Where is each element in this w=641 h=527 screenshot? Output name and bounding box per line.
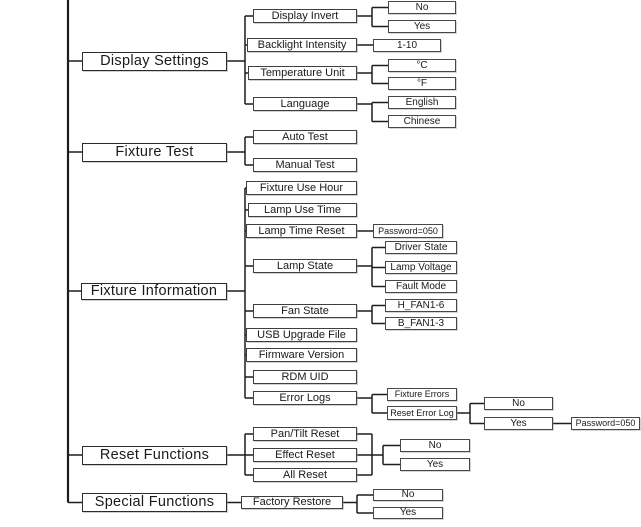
node-lamp-time-reset: Lamp Time Reset (246, 224, 357, 238)
node-display-invert: Display Invert (253, 9, 357, 23)
node-fixture-use-hour: Fixture Use Hour (246, 181, 357, 195)
node-firmware-version: Firmware Version (246, 348, 357, 362)
node-lamp-time-reset-password: Password=050 (373, 224, 443, 238)
node-special-functions: Special Functions (82, 493, 227, 512)
node-effect-reset: Effect Reset (253, 448, 357, 462)
node-lamp-use-time: Lamp Use Time (248, 203, 357, 217)
node-temp-fahrenheit: °F (388, 77, 456, 90)
node-pan-tilt-reset: Pan/Tilt Reset (253, 427, 357, 441)
node-language-english: English (388, 96, 456, 109)
node-lamp-state: Lamp State (253, 259, 357, 273)
node-backlight-intensity: Backlight Intensity (247, 38, 357, 52)
node-rdm-uid: RDM UID (253, 370, 357, 384)
node-reset-confirm-no: No (400, 439, 470, 452)
node-fixture-test: Fixture Test (82, 143, 227, 162)
node-display-settings: Display Settings (82, 52, 227, 71)
node-temp-celsius: °C (388, 59, 456, 72)
node-fan-state: Fan State (253, 304, 357, 318)
node-reset-error-log-no: No (484, 397, 553, 410)
node-temperature-unit: Temperature Unit (248, 66, 357, 80)
node-error-logs: Error Logs (253, 391, 357, 405)
node-language-chinese: Chinese (388, 115, 456, 128)
node-driver-state: Driver State (385, 241, 457, 254)
node-language: Language (253, 97, 357, 111)
node-factory-restore: Factory Restore (241, 496, 343, 509)
node-manual-test: Manual Test (253, 158, 357, 172)
node-reset-error-log-yes: Yes (484, 417, 553, 430)
node-all-reset: All Reset (253, 468, 357, 482)
node-factory-restore-no: No (373, 489, 443, 501)
node-reset-confirm-yes: Yes (400, 458, 470, 471)
node-lamp-voltage: Lamp Voltage (385, 261, 457, 274)
node-backlight-range: 1-10 (373, 39, 441, 52)
node-fixture-errors: Fixture Errors (387, 388, 457, 401)
node-reset-error-log: Reset Error Log (387, 406, 457, 420)
node-h-fan: H_FAN1-6 (385, 299, 457, 312)
node-fault-mode: Fault Mode (385, 280, 457, 293)
node-reset-error-log-password: Password=050 (571, 417, 640, 430)
node-display-invert-yes: Yes (388, 20, 456, 33)
node-usb-upgrade-file: USB Upgrade File (246, 328, 357, 342)
node-auto-test: Auto Test (253, 130, 357, 144)
node-b-fan: B_FAN1-3 (385, 317, 457, 330)
node-fixture-information: Fixture Information (81, 283, 227, 300)
node-factory-restore-yes: Yes (373, 507, 443, 519)
node-display-invert-no: No (388, 1, 456, 14)
node-reset-functions: Reset Functions (82, 446, 227, 465)
